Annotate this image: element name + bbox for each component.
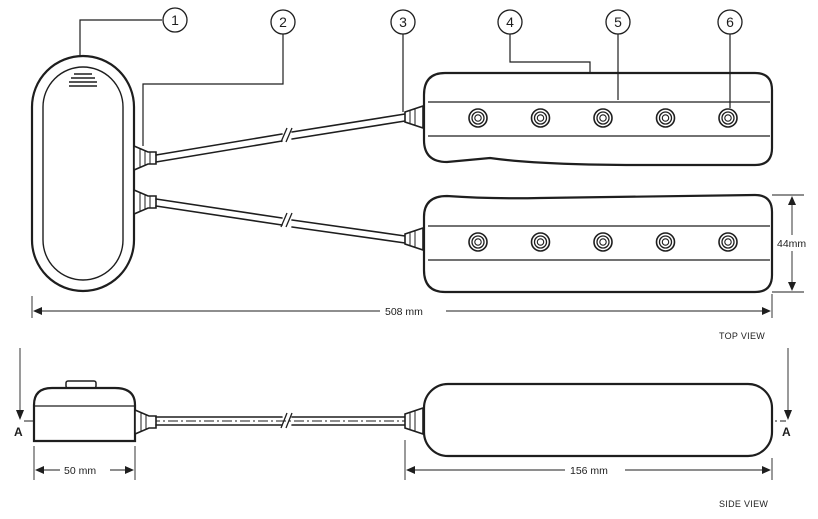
cable-lower bbox=[155, 198, 406, 244]
total-length-label: 508 mm bbox=[385, 306, 423, 318]
callout-6-label: 6 bbox=[726, 14, 734, 30]
side-view-label: SIDE VIEW bbox=[719, 499, 768, 509]
hub-side bbox=[32, 380, 157, 443]
hub-outer bbox=[30, 54, 136, 293]
callout-1: 1 bbox=[162, 7, 188, 33]
hub-inner bbox=[42, 66, 124, 281]
dimension-total-length: 508 mm bbox=[31, 294, 773, 318]
strip-top-lower bbox=[404, 193, 774, 294]
strip-side-body bbox=[422, 382, 774, 458]
socket-icon bbox=[655, 232, 676, 252]
callout-4-label: 4 bbox=[506, 14, 514, 30]
hub-length-label: 50 mm bbox=[64, 465, 96, 477]
socket-icon bbox=[530, 232, 551, 252]
section-marker-right: A bbox=[782, 348, 792, 439]
dimension-hub-length: 50 mm bbox=[33, 446, 136, 480]
socket-icon bbox=[655, 108, 676, 128]
top-view-label: TOP VIEW bbox=[719, 331, 765, 341]
dimension-strip-length: 156 mm bbox=[404, 440, 773, 480]
socket-icon bbox=[593, 232, 613, 252]
socket-icon bbox=[468, 232, 488, 252]
sockets-upper bbox=[468, 108, 738, 128]
section-marker-left-label: A bbox=[14, 425, 23, 439]
socket-icon bbox=[468, 108, 488, 128]
strip-sleeve-lower bbox=[404, 226, 424, 252]
hub-top bbox=[30, 54, 157, 293]
callout-5: 5 bbox=[605, 9, 631, 35]
strip-side bbox=[404, 382, 774, 458]
callout-2-label: 2 bbox=[279, 14, 287, 30]
socket-icon bbox=[530, 108, 551, 128]
callout-1-label: 1 bbox=[171, 12, 179, 28]
socket-icon bbox=[718, 108, 738, 128]
section-marker-right-label: A bbox=[782, 425, 791, 439]
strip-width-label: 44mm bbox=[777, 238, 806, 250]
callout-5-label: 5 bbox=[614, 14, 622, 30]
socket-icon bbox=[718, 232, 738, 252]
sockets-lower bbox=[468, 232, 738, 252]
callout-6: 6 bbox=[717, 9, 743, 35]
hub-side-body bbox=[32, 386, 137, 443]
strip-top-upper bbox=[404, 71, 774, 167]
dimension-strip-width: 44mm bbox=[772, 194, 809, 293]
top-view: 1 2 3 4 5 6 44mm bbox=[30, 7, 809, 341]
callout-leaders bbox=[79, 19, 731, 146]
side-view: A A bbox=[14, 348, 792, 509]
cable-side bbox=[155, 412, 406, 429]
callout-3-label: 3 bbox=[399, 14, 407, 30]
strip-sleeve-upper bbox=[404, 104, 424, 130]
callout-2: 2 bbox=[270, 9, 296, 35]
socket-icon bbox=[593, 108, 613, 128]
callout-3: 3 bbox=[390, 9, 416, 35]
strip-side-sleeve bbox=[404, 406, 424, 436]
callout-4: 4 bbox=[497, 9, 523, 35]
cable-upper bbox=[155, 113, 406, 163]
section-marker-left: A bbox=[14, 348, 24, 439]
hub-vent-icon bbox=[69, 73, 97, 87]
strip-length-label: 156 mm bbox=[570, 465, 608, 477]
